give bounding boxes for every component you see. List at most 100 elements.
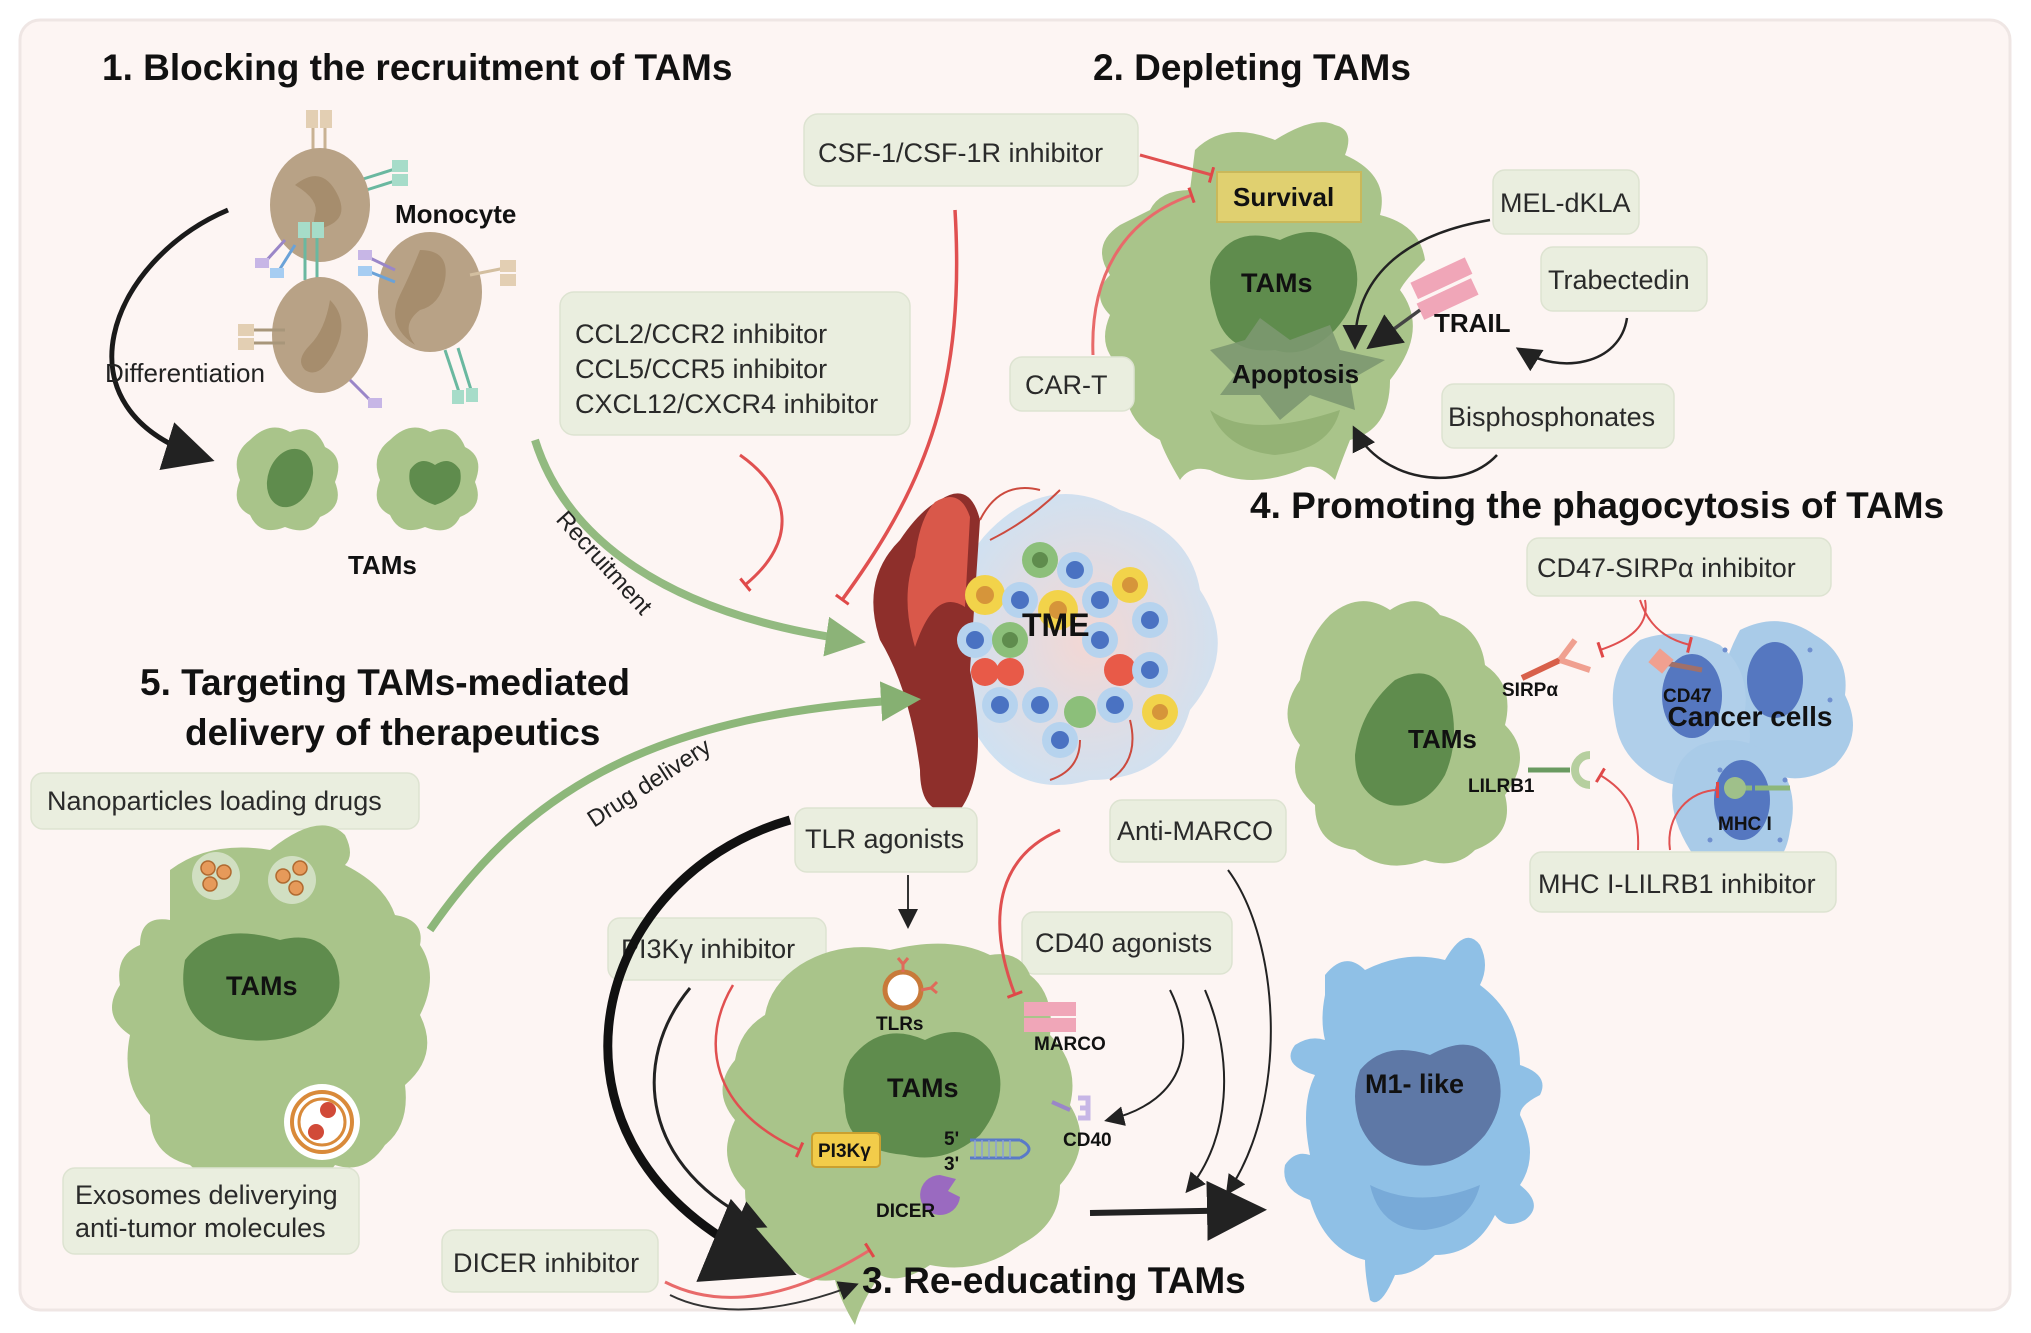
- bisphosphonates-box: Bisphosphonates: [1441, 383, 1675, 449]
- differentiation-arrow: [109, 207, 229, 471]
- cd40-to-m1-arrow: [1185, 989, 1226, 1194]
- lilrb1-inhibition-line: [1595, 767, 1640, 851]
- three-prime-label: 3': [944, 1154, 959, 1175]
- lilrb1-label: LILRB1: [1468, 776, 1535, 797]
- survival-label: Survival: [1233, 182, 1334, 212]
- exosomes-label-line: anti-tumor molecules: [75, 1213, 326, 1243]
- trabectedin-arrow: [1515, 317, 1629, 372]
- mel-dkla-label: MEL-dKLA: [1500, 188, 1631, 218]
- pi3k-inhibition-line: [714, 984, 805, 1158]
- trail-label: TRAIL: [1434, 308, 1511, 338]
- pi3k-inhibitor-box: PI3Kγ inhibitor: [607, 917, 827, 981]
- rna-hairpin-icon: [970, 1138, 1031, 1160]
- tlrs-label: TLRs: [876, 1014, 924, 1035]
- cd40-agonists-label: CD40 agonists: [1035, 928, 1212, 958]
- monocyte-cell: [358, 232, 516, 404]
- apoptosis-label: Apoptosis: [1232, 359, 1359, 389]
- pi3k-box: PI3Kγ: [811, 1132, 881, 1168]
- marco-receptor-icon: [1024, 1002, 1076, 1032]
- csf1-inhibitor-box: CSF-1/CSF-1R inhibitor: [803, 113, 1139, 187]
- anti-marco-box: Anti-MARCO: [1109, 799, 1287, 863]
- tams-nucleus: [1210, 232, 1358, 353]
- cd40-agonist-arrow: [1104, 989, 1185, 1126]
- sirpa-inhibition-line: [1596, 599, 1647, 658]
- chemokine-inhibitor-line: CCL5/CCR5 inhibitor: [575, 354, 827, 384]
- dicer-label: DICER: [876, 1201, 935, 1222]
- anti-marco-to-m1-arrow: [1225, 869, 1272, 1196]
- tlr-agonists-box: TLR agonists: [794, 807, 978, 873]
- exosomes-box: Exosomes deliverying anti-tumor molecule…: [62, 1167, 360, 1255]
- bisphosphonates-arrow: [1352, 425, 1498, 479]
- cd47-label: CD47: [1663, 686, 1712, 707]
- car-t-label: CAR-T: [1025, 370, 1108, 400]
- tam-cell-small: [376, 427, 479, 531]
- mel-dkla-box: MEL-dKLA: [1492, 169, 1640, 235]
- trabectedin-label: Trabectedin: [1548, 265, 1690, 295]
- marco-label: MARCO: [1034, 1034, 1106, 1055]
- tams-label: TAMs: [887, 1073, 959, 1103]
- csf1-inhibitor-label: CSF-1/CSF-1R inhibitor: [818, 138, 1103, 168]
- chemokine-inhibitor-line: CXCL12/CXCR4 inhibitor: [575, 389, 878, 419]
- tlr-agonists-label: TLR agonists: [805, 824, 964, 854]
- trail-receptor-icon: [1410, 257, 1479, 320]
- cd47-inhibition-line: [1639, 599, 1693, 654]
- section4-title: 4. Promoting the phagocytosis of TAMs: [1250, 485, 1944, 526]
- csf1-inhibition-line: [834, 209, 959, 606]
- section5-title-line1: 5. Targeting TAMs-mediated: [140, 662, 630, 703]
- trabectedin-box: Trabectedin: [1540, 246, 1708, 312]
- tams-label: TAMs: [348, 550, 417, 580]
- section1-title: 1. Blocking the recruitment of TAMs: [102, 47, 732, 88]
- tam-cell-small: [236, 427, 339, 531]
- mel-dkla-arrow: [1342, 218, 1491, 350]
- dicer-inhibitor-box: DICER inhibitor: [441, 1229, 659, 1293]
- tams-label: TAMs: [226, 971, 298, 1001]
- cd47-sirpa-inhibitor-box: CD47-SIRPα inhibitor: [1526, 537, 1832, 597]
- m1-like-label: M1- like: [1365, 1069, 1464, 1099]
- pi3k-label: PI3Kγ: [818, 1141, 871, 1162]
- dicer-arrow: [669, 1281, 859, 1311]
- cancer-cells: [1612, 621, 1853, 876]
- differentiation-label: Differentiation: [105, 358, 265, 388]
- tams-label: TAMs: [1408, 724, 1477, 754]
- mhc1-lilrb1-inhibitor-label: MHC I-LILRB1 inhibitor: [1538, 869, 1816, 899]
- monocyte-cell: [238, 222, 382, 408]
- survival-box: Survival: [1216, 171, 1362, 223]
- nanoparticles-label: Nanoparticles loading drugs: [47, 786, 382, 816]
- cancer-cells-label: Cancer cells: [1668, 701, 1833, 732]
- anti-marco-label: Anti-MARCO: [1117, 816, 1273, 846]
- cd40-receptor-icon: [1051, 1095, 1091, 1121]
- pi3k-inhibitor-label: PI3Kγ inhibitor: [621, 934, 795, 964]
- chemokine-inhibitor-line: CCL2/CCR2 inhibitor: [575, 319, 827, 349]
- mhc1-inhibition-line: [1668, 781, 1720, 851]
- cd47-ligand-icon: [1648, 648, 1703, 674]
- csf1-to-survival-inhibition: [1139, 153, 1216, 183]
- tam-cell-reeducating: [722, 943, 1081, 1325]
- mhc1-lilrb1-inhibitor-box: MHC I-LILRB1 inhibitor: [1529, 851, 1837, 913]
- car-t-inhibition-line: [1091, 187, 1196, 356]
- dicer-enzyme-icon: [920, 1175, 960, 1215]
- bisphosphonates-label: Bisphosphonates: [1448, 402, 1655, 432]
- m1-like-cell: [1284, 937, 1543, 1303]
- recruitment-arrow: [531, 438, 866, 657]
- car-t-box: CAR-T: [1009, 356, 1135, 412]
- tam-cell-phagocytosis: [1287, 601, 1520, 866]
- tme-label: TME: [1022, 607, 1090, 643]
- chemokine-inhibition-line: [739, 453, 784, 592]
- tlr-receptor-icon: [882, 957, 939, 1011]
- trail-arrow: [1366, 308, 1422, 350]
- chemokine-inhibitor-box: CCL2/CCR2 inhibitor CCL5/CCR5 inhibitor …: [559, 291, 911, 436]
- sirpa-label: SIRPα: [1502, 680, 1558, 701]
- exosomes-label-line: Exosomes deliverying: [75, 1180, 338, 1210]
- cd40-agonists-box: CD40 agonists: [1021, 911, 1233, 975]
- tams-label: TAMs: [1241, 268, 1313, 298]
- sirpa-receptor-icon: [1520, 638, 1591, 681]
- nanoparticles-box: Nanoparticles loading drugs: [30, 772, 420, 830]
- mhc1-ligand-icon: [1724, 777, 1790, 799]
- tlr-agonists-big-arrow: [603, 815, 797, 1282]
- mhc1-label: MHC I: [1718, 814, 1772, 835]
- nanoparticle-drug-icon: [268, 856, 316, 904]
- five-prime-label: 5': [944, 1129, 959, 1150]
- anti-marco-inhibition-line: [998, 828, 1061, 999]
- monocyte-cell: [255, 110, 408, 278]
- dicer-inhibitor-label: DICER inhibitor: [453, 1248, 639, 1278]
